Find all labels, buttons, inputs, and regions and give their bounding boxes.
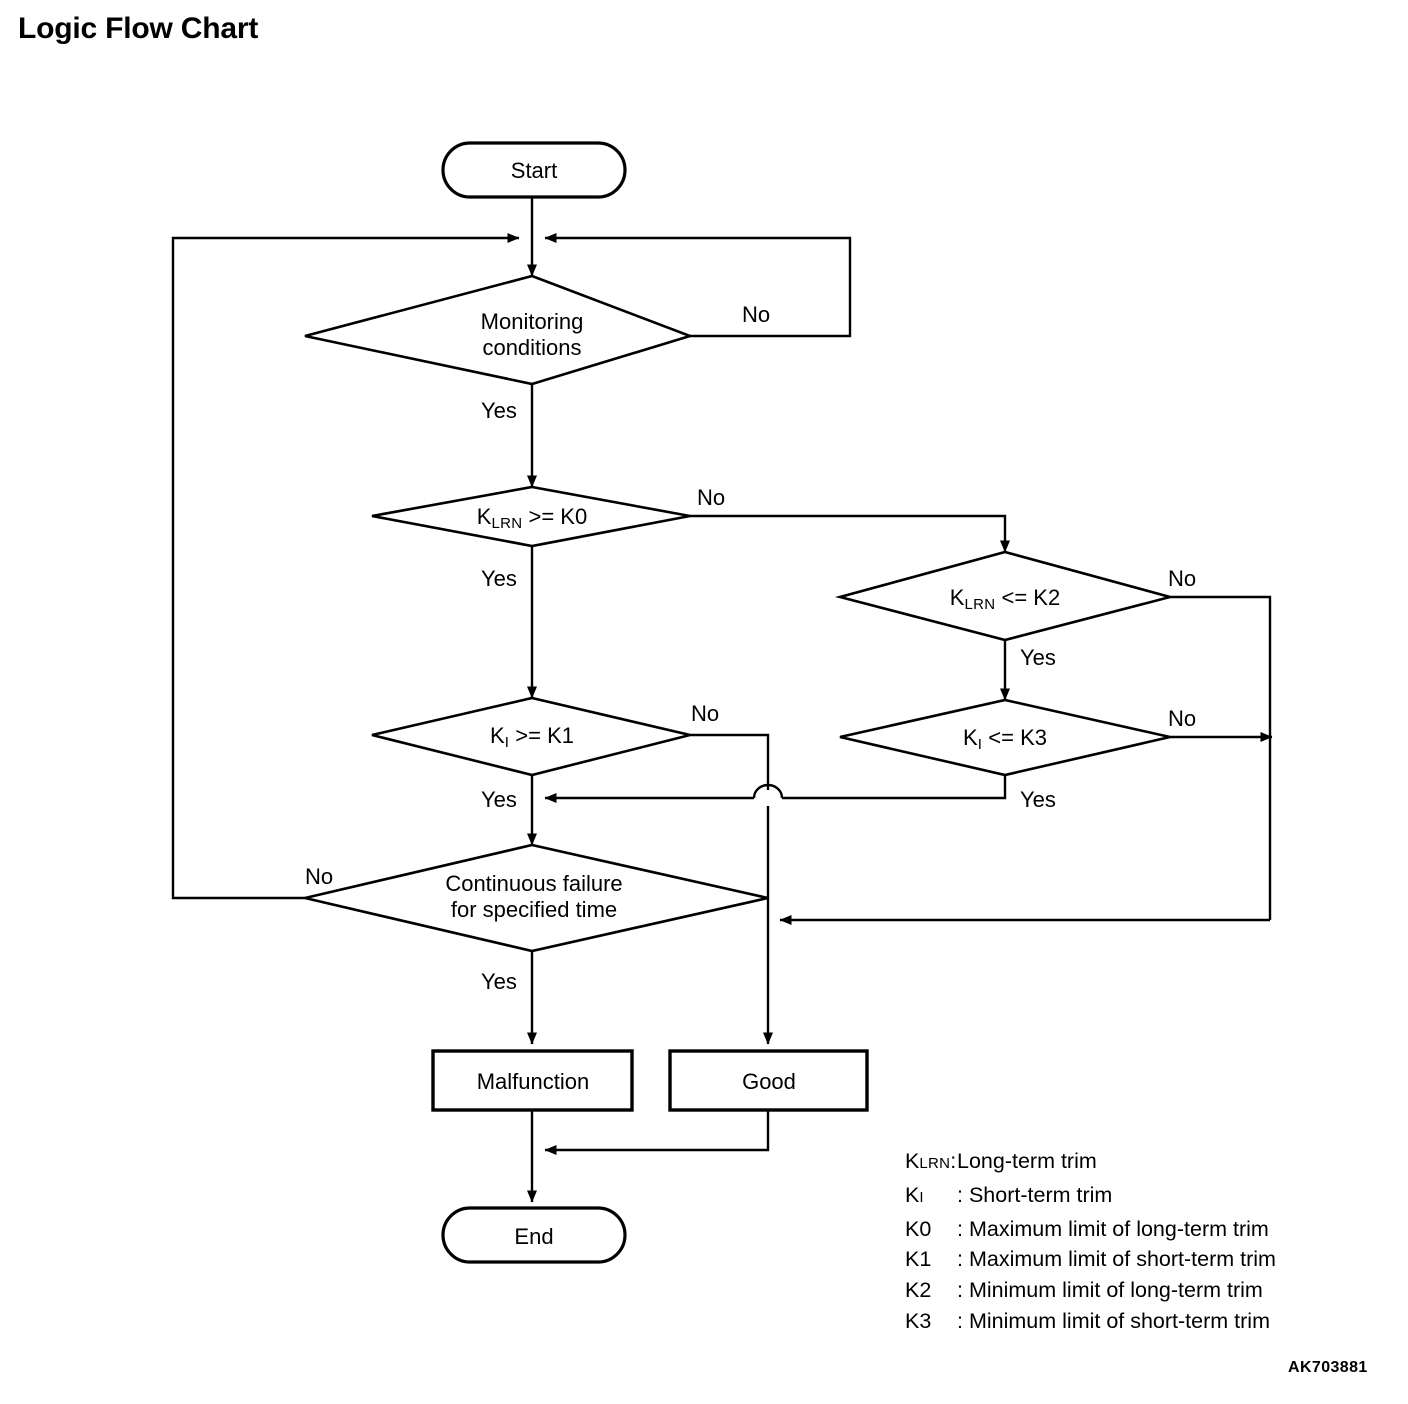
node-layer: Start Monitoring conditions KLRN >= K0 K… — [304, 141, 1176, 1264]
branch-label-klrn-k0-no: No — [697, 485, 725, 510]
branch-label-ki-k1-no: No — [691, 701, 719, 726]
branch-label-ki-k3-yes: Yes — [1020, 787, 1056, 812]
node-monitoring-conditions — [304, 274, 695, 386]
branch-label-layer: No Yes No Yes No Yes No Yes No Yes No Ye… — [305, 302, 1196, 994]
branch-label-klrn-k2-yes: Yes — [1020, 645, 1056, 670]
legend-text: Minimum limit of long-term trim — [968, 1278, 1263, 1303]
line-hop-arc — [752, 783, 784, 799]
legend-symbol: KI — [905, 1182, 924, 1207]
legend-sep: : — [957, 1308, 963, 1333]
node-good-label: Good — [742, 1069, 796, 1094]
branch-label-klrn-k0-yes: Yes — [481, 566, 517, 591]
node-malfunction — [431, 1049, 634, 1112]
node-end — [441, 1206, 627, 1264]
branch-label-ki-k3-no: No — [1168, 706, 1196, 731]
legend-sep: : — [957, 1278, 963, 1303]
edge-klrn-k2-no — [1170, 595, 1272, 920]
branch-label-contfail-no: No — [305, 864, 333, 889]
node-ki-ge-k1-label: KI >= K1 — [490, 723, 574, 751]
node-klrn-le-k2 — [834, 550, 1176, 642]
legend-symbol: K0 — [905, 1216, 932, 1241]
legend: KLRN:Long-term trim KI: Short-term trim … — [905, 1146, 1276, 1337]
edge-ki-k3-yes-a — [782, 775, 1007, 800]
legend-row: K1: Maximum limit of short-term trim — [905, 1244, 1276, 1275]
legend-text: Long-term trim — [957, 1149, 1097, 1173]
legend-sep: : — [957, 1182, 963, 1207]
branch-label-klrn-k2-no: No — [1168, 566, 1196, 591]
connector-layer — [171, 197, 1273, 1203]
node-continuous-failure-label-line2: for specified time — [451, 897, 617, 922]
node-klrn-ge-k0-label: KLRN >= K0 — [477, 504, 587, 532]
legend-row: K3: Minimum limit of short-term trim — [905, 1306, 1276, 1337]
node-start-label: Start — [511, 158, 557, 183]
node-ki-ge-k1 — [371, 696, 691, 777]
edge-contfail-no-loop — [171, 233, 520, 900]
node-monitoring-label-line2: conditions — [482, 335, 581, 360]
legend-row: KI: Short-term trim — [905, 1180, 1276, 1214]
node-klrn-ge-k0 — [371, 485, 691, 548]
node-continuous-failure — [304, 843, 769, 953]
legend-text: Maximum limit of long-term trim — [968, 1216, 1269, 1241]
node-start — [441, 141, 627, 199]
legend-row: KLRN:Long-term trim — [905, 1146, 1276, 1180]
edge-monitor-no-loop — [544, 233, 852, 338]
branch-label-monitor-yes: Yes — [481, 398, 517, 423]
node-ki-le-k3 — [839, 698, 1171, 777]
legend-sep: : — [957, 1247, 963, 1272]
figure-code: AK703881 — [1288, 1359, 1368, 1376]
page-title: Logic Flow Chart — [18, 12, 259, 45]
legend-symbol: KLRN: — [905, 1149, 957, 1173]
edge-ki-k1-no-a — [690, 733, 770, 790]
node-monitoring-label-line1: Monitoring — [481, 309, 584, 334]
node-ki-le-k3-label: KI <= K3 — [963, 725, 1047, 753]
legend-text: Short-term trim — [968, 1182, 1113, 1207]
legend-sep: : — [957, 1216, 963, 1241]
node-klrn-le-k2-label: KLRN <= K2 — [950, 585, 1060, 613]
branch-label-ki-k1-yes: Yes — [481, 787, 517, 812]
node-continuous-failure-label-line1: Continuous failure — [445, 871, 622, 896]
legend-text: Minimum limit of short-term trim — [968, 1308, 1270, 1333]
node-malfunction-label: Malfunction — [477, 1069, 590, 1094]
legend-symbol: K2 — [905, 1278, 932, 1303]
branch-label-contfail-yes: Yes — [481, 969, 517, 994]
node-good — [668, 1049, 869, 1112]
legend-text: Maximum limit of short-term trim — [968, 1247, 1276, 1272]
legend-row: K0: Maximum limit of long-term trim — [905, 1214, 1276, 1245]
branch-label-monitor-no: No — [742, 302, 770, 327]
edge-good-to-end — [544, 1110, 770, 1155]
edge-klrn-k0-no — [690, 514, 1010, 553]
legend-symbol: K1 — [905, 1247, 932, 1272]
legend-symbol: K3 — [905, 1308, 932, 1333]
node-end-label: End — [514, 1224, 553, 1249]
legend-row: K2: Minimum limit of long-term trim — [905, 1275, 1276, 1306]
